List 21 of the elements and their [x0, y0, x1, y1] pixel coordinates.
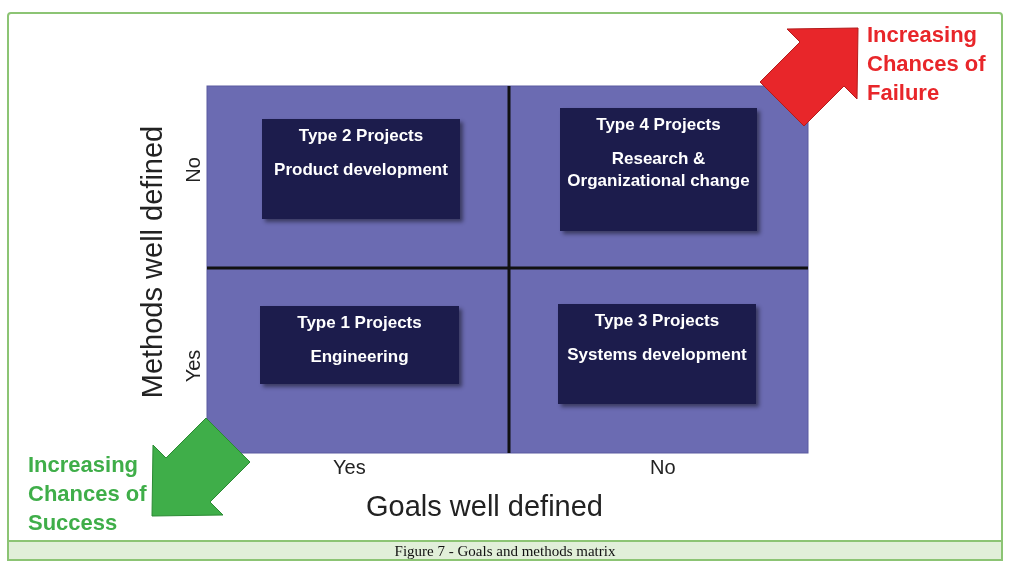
axis-tick-label: No — [650, 456, 676, 479]
project-type-box — [560, 108, 757, 231]
project-type-box — [262, 119, 460, 219]
project-type-box — [558, 304, 756, 404]
box-heading: Type 1 Projects — [297, 312, 422, 334]
box-body: Engineering — [310, 346, 409, 368]
axis-tick-label: Yes — [181, 349, 205, 383]
arrow-caption: Increasing Chances of Success — [28, 451, 148, 537]
axis-tick-label: Yes — [333, 456, 366, 479]
box-body: Product development — [274, 159, 448, 181]
box-body: Research & Organizational change — [566, 148, 751, 192]
box-heading: Type 4 Projects — [596, 114, 721, 136]
box-heading: Type 3 Projects — [594, 310, 720, 332]
box-body: Systems development — [567, 344, 747, 366]
figure-caption: Figure 7 - Goals and methods matrix — [7, 540, 1003, 561]
axis-title: Methods well defined — [135, 125, 169, 399]
arrow-caption: Increasing Chances of Failure — [867, 21, 987, 107]
project-type-box — [260, 306, 459, 384]
box-heading: Type 2 Projects — [298, 125, 424, 147]
axis-title: Goals well defined — [366, 490, 603, 523]
axis-tick-label: No — [181, 157, 205, 183]
